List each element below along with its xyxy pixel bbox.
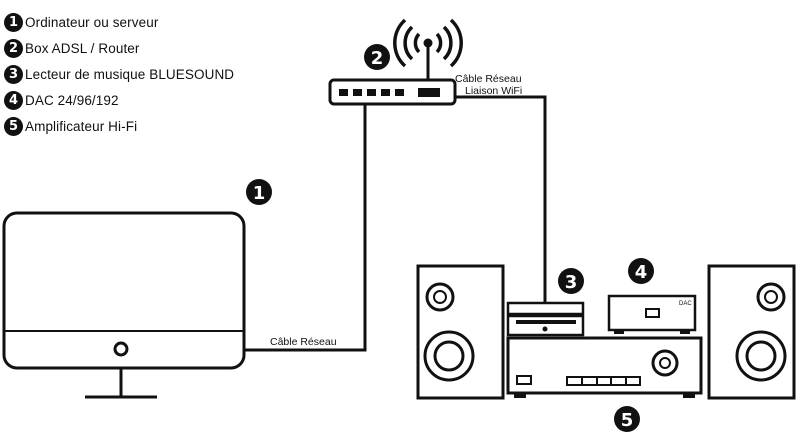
legend-label: Ordinateur ou serveur <box>25 14 159 30</box>
legend-item-3: 3 Lecteur de musique BLUESOUND <box>4 61 234 87</box>
legend-label: Box ADSL / Router <box>25 40 140 56</box>
dac-label: DAC <box>679 301 692 307</box>
dac-foot <box>680 330 690 334</box>
network-cable-router-player <box>455 95 547 302</box>
badge-number: 5 <box>621 410 634 431</box>
amplifier-foot <box>683 393 695 398</box>
wifi-wave <box>413 32 421 54</box>
player-body <box>506 314 585 337</box>
legend-item-4: 4 DAC 24/96/192 <box>4 87 234 113</box>
badge-dac: 4 <box>628 258 654 284</box>
legend-label: Lecteur de musique BLUESOUND <box>25 66 235 82</box>
tweeter-center <box>433 290 447 304</box>
player-top-shelf <box>506 301 585 316</box>
amplifier-foot <box>514 393 526 398</box>
legend-label: Amplificateur Hi-Fi <box>25 118 138 134</box>
legend: 1 Ordinateur ou serveur 2 Box ADSL / Rou… <box>4 9 234 139</box>
woofer-cone <box>433 340 465 372</box>
dac-display <box>645 308 660 318</box>
monitor-frame <box>2 211 246 370</box>
cable-label-computer: Câble Réseau <box>270 336 337 348</box>
router-illustration <box>328 46 457 106</box>
amplifier-button-row <box>566 376 641 386</box>
legend-number-badge: 5 <box>4 116 23 136</box>
player-front-stripe <box>516 320 576 324</box>
legend-number-badge: 4 <box>4 90 23 110</box>
badge-circle <box>246 179 272 205</box>
badge-amplifier: 5 <box>614 406 640 432</box>
wifi-signal-icon <box>393 18 463 68</box>
music-player-illustration <box>506 301 585 337</box>
woofer-cone <box>745 340 777 372</box>
badge-circle <box>364 44 390 70</box>
badge-number: 3 <box>565 272 578 293</box>
router-port <box>339 89 348 96</box>
badge-number: 4 <box>635 262 648 283</box>
cable-label-router-line1: Câble Réseau <box>455 73 522 85</box>
router-port-wide <box>418 88 440 97</box>
wifi-wave <box>393 18 407 68</box>
badge-number: 1 <box>253 183 266 204</box>
wifi-wave <box>435 32 443 54</box>
volume-knob-center <box>659 357 671 369</box>
dac-illustration: DAC <box>607 294 697 334</box>
legend-item-1: 1 Ordinateur ou serveur <box>4 9 234 35</box>
badge-circle <box>558 268 584 294</box>
router-port <box>367 89 376 96</box>
legend-number-badge: 2 <box>4 38 23 58</box>
router-port <box>381 89 390 96</box>
badge-circle <box>614 406 640 432</box>
left-speaker-illustration <box>416 264 505 400</box>
network-cable-computer-router <box>245 104 367 352</box>
cable-label-router-line2: Liaison WiFi <box>465 85 522 97</box>
wifi-dot <box>423 38 433 48</box>
player-indicator <box>542 326 548 332</box>
legend-number-badge: 1 <box>4 12 23 32</box>
computer-illustration <box>2 211 246 399</box>
power-button-icon <box>113 341 129 357</box>
wifi-wave <box>403 25 414 61</box>
wifi-wave <box>442 25 453 61</box>
wifi-wave <box>449 18 463 68</box>
right-speaker-illustration <box>707 264 796 400</box>
amplifier-illustration <box>506 336 703 398</box>
legend-item-5: 5 Amplificateur Hi-Fi <box>4 113 234 139</box>
badge-router: 2 <box>364 44 390 70</box>
router-port <box>353 89 362 96</box>
badge-number: 2 <box>371 48 384 69</box>
legend-item-2: 2 Box ADSL / Router <box>4 35 234 61</box>
dac-foot <box>614 330 624 334</box>
router-body <box>328 78 457 106</box>
tweeter-center <box>764 290 778 304</box>
router-port <box>395 89 404 96</box>
badge-circle <box>628 258 654 284</box>
badge-player: 3 <box>558 268 584 294</box>
legend-number-badge: 3 <box>4 64 23 84</box>
amplifier-display <box>516 375 532 385</box>
badge-computer: 1 <box>246 179 272 205</box>
legend-label: DAC 24/96/192 <box>25 92 119 108</box>
